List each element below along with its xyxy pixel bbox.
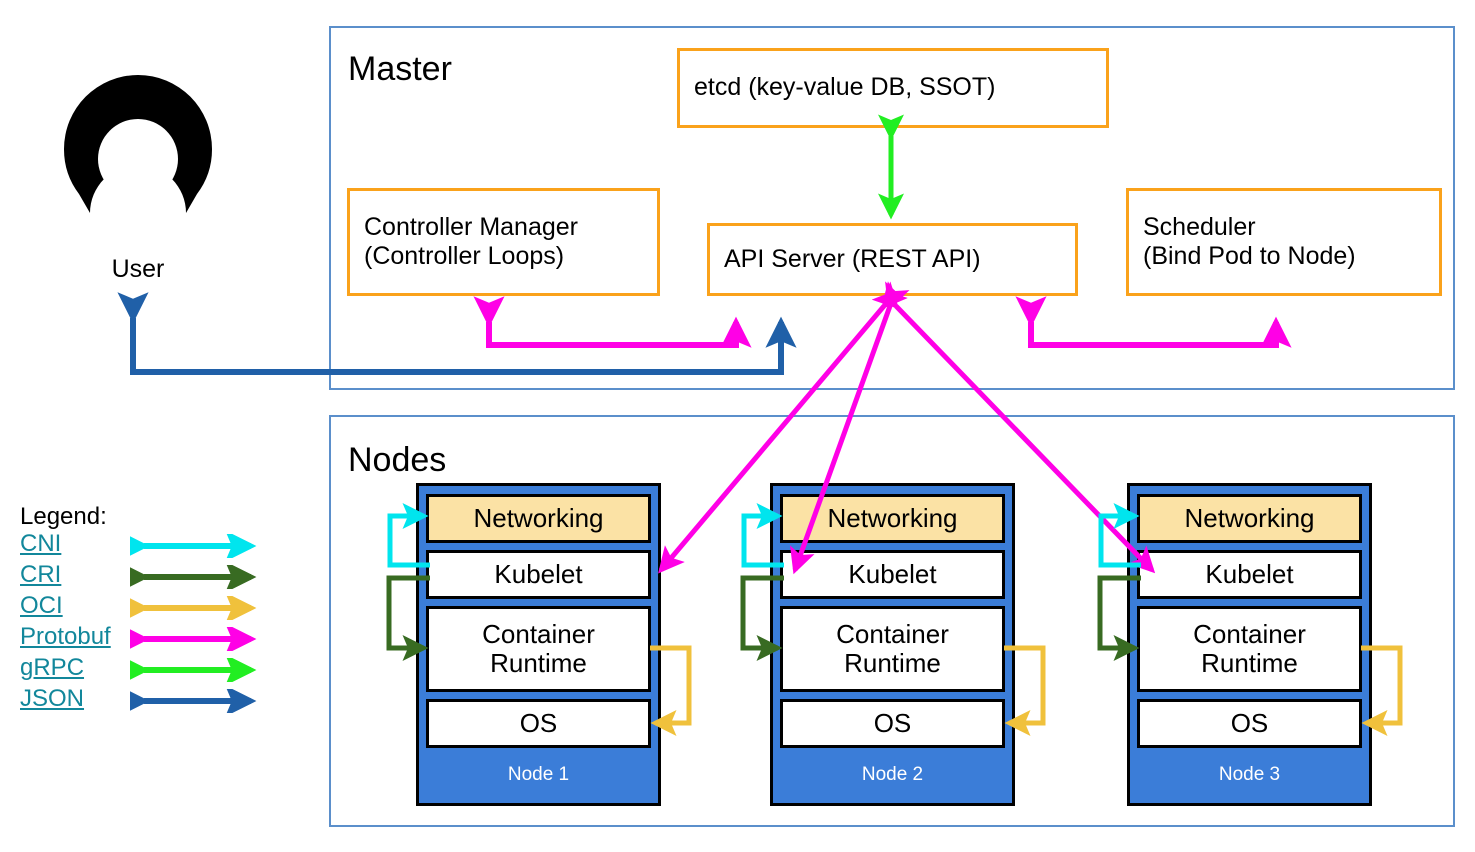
node-3-layer-os-label: OS bbox=[1230, 708, 1269, 739]
legend-item-oci-label[interactable]: OCI bbox=[20, 592, 63, 619]
node-2-layer-networking-label: Networking bbox=[827, 503, 958, 534]
component-controller-manager[interactable]: Controller Manager (Controller Loops) bbox=[347, 188, 660, 296]
node-2-layer-os-label: OS bbox=[873, 708, 912, 739]
legend-arrow-grpc bbox=[130, 658, 257, 682]
node-1-layer-kubelet-label: Kubelet bbox=[494, 559, 583, 590]
component-scheduler[interactable]: Scheduler (Bind Pod to Node) bbox=[1126, 188, 1442, 296]
legend-arrow-cni bbox=[130, 534, 257, 558]
legend-item-cni-label[interactable]: CNI bbox=[20, 530, 62, 557]
node-1-layer-os-label: OS bbox=[519, 708, 558, 739]
component-api-server[interactable]: API Server (REST API) bbox=[707, 223, 1078, 296]
node-1-layer-kubelet[interactable]: Kubelet bbox=[426, 550, 651, 599]
legend-item-cni[interactable]: CNI bbox=[20, 531, 290, 562]
node-2-layer-kubelet-label: Kubelet bbox=[848, 559, 937, 590]
nodes-group-title: Nodes bbox=[348, 441, 447, 479]
legend-item-cri[interactable]: CRI bbox=[20, 562, 290, 593]
component-controller-manager-label: Controller Manager (Controller Loops) bbox=[364, 212, 578, 271]
component-etcd[interactable]: etcd (key-value DB, SSOT) bbox=[677, 48, 1109, 128]
node-2-layer-networking[interactable]: Networking bbox=[780, 494, 1005, 543]
node-3-name: Node 3 bbox=[1218, 764, 1281, 785]
legend-item-json[interactable]: JSON bbox=[20, 686, 290, 717]
legend-item-oci[interactable]: OCI bbox=[20, 593, 290, 624]
node-2-name: Node 2 bbox=[861, 764, 924, 785]
legend-item-protobuf[interactable]: Protobuf bbox=[20, 624, 290, 655]
node-3-layer-kubelet-label: Kubelet bbox=[1205, 559, 1294, 590]
legend-arrow-json bbox=[130, 689, 257, 713]
node-3-layer-container-runtime-label: Container Runtime bbox=[1193, 619, 1306, 678]
component-etcd-label: etcd (key-value DB, SSOT) bbox=[694, 73, 996, 102]
node-2-layer-kubelet[interactable]: Kubelet bbox=[780, 550, 1005, 599]
legend-arrow-cri bbox=[130, 565, 257, 589]
node-1-layer-networking[interactable]: Networking bbox=[426, 494, 651, 543]
node-3-layer-networking[interactable]: Networking bbox=[1137, 494, 1362, 543]
legend-item-grpc-label[interactable]: gRPC bbox=[20, 654, 85, 681]
node-2-layer-container-runtime[interactable]: Container Runtime bbox=[780, 606, 1005, 692]
legend-item-cri-label[interactable]: CRI bbox=[20, 561, 62, 588]
node-1-layer-os[interactable]: OS bbox=[426, 699, 651, 748]
master-group-title: Master bbox=[348, 50, 452, 88]
legend-item-protobuf-label[interactable]: Protobuf bbox=[20, 623, 111, 650]
node-1-layer-container-runtime-label: Container Runtime bbox=[482, 619, 595, 678]
node-1-layer-container-runtime[interactable]: Container Runtime bbox=[426, 606, 651, 692]
legend-item-grpc[interactable]: gRPC bbox=[20, 655, 290, 686]
node-3-layer-kubelet[interactable]: Kubelet bbox=[1137, 550, 1362, 599]
legend-item-json-label[interactable]: JSON bbox=[20, 685, 85, 712]
legend-arrow-protobuf bbox=[130, 627, 257, 651]
node-1-name: Node 1 bbox=[507, 764, 570, 785]
component-api-server-label: API Server (REST API) bbox=[724, 244, 981, 273]
node-1-layer-networking-label: Networking bbox=[473, 503, 604, 534]
node-3-layer-networking-label: Networking bbox=[1184, 503, 1315, 534]
legend-title: Legend: bbox=[20, 503, 107, 530]
node-3-layer-os[interactable]: OS bbox=[1137, 699, 1362, 748]
legend: Legend: CNI CRI OCI Protobuf gRPC JSON bbox=[20, 505, 290, 717]
node-3-layer-container-runtime[interactable]: Container Runtime bbox=[1137, 606, 1362, 692]
node-2-layer-os[interactable]: OS bbox=[780, 699, 1005, 748]
node-2-layer-container-runtime-label: Container Runtime bbox=[836, 619, 949, 678]
user-label: User bbox=[111, 255, 165, 283]
legend-arrow-oci bbox=[130, 596, 257, 620]
component-scheduler-label: Scheduler (Bind Pod to Node) bbox=[1143, 212, 1356, 271]
